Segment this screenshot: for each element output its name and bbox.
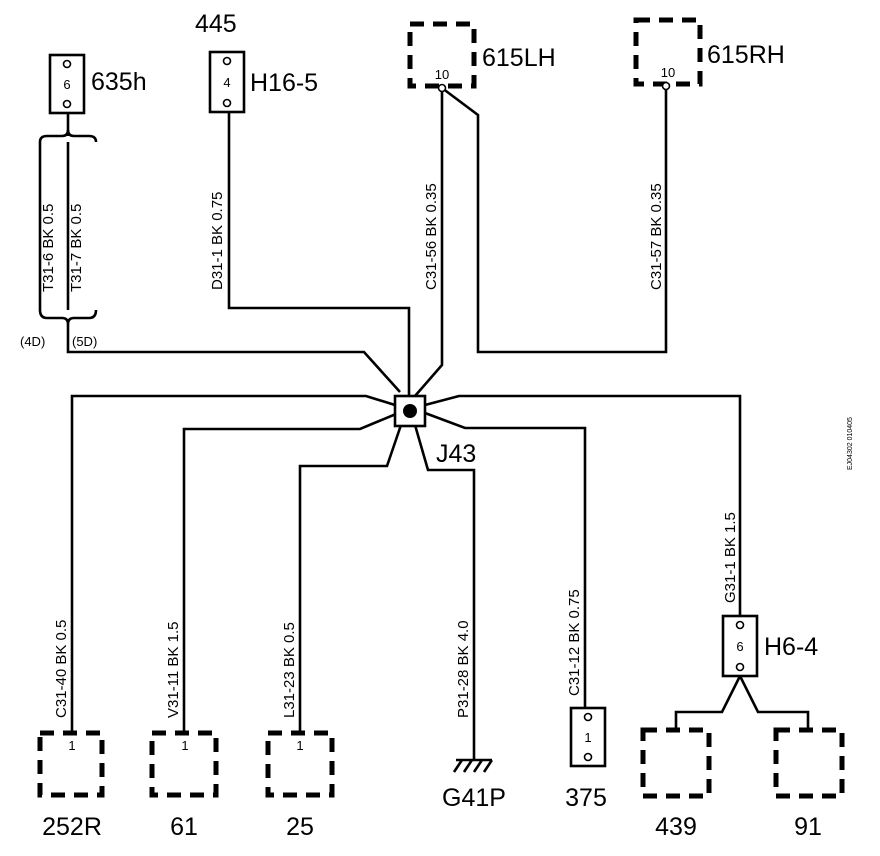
wire-p31-28 [413, 424, 476, 760]
connector-61: 1 61 [149, 730, 219, 841]
wire-c31-40 [70, 394, 396, 735]
wire-labels: T31-6 BK 0.5 T31-7 BK 0.5 D31-1 BK 0.75 … [40, 183, 739, 718]
wire-label-c31-56: C31-56 BK 0.35 [423, 183, 440, 290]
wire-l31-23 [298, 424, 403, 735]
wire-bracket-top [38, 129, 98, 143]
connector-615rh: 10 615RH [633, 17, 785, 91]
wire-bracket-bottom [38, 309, 98, 325]
connector-h16-5-pin: 4 [223, 75, 230, 90]
wire-label-c31-57: C31-57 BK 0.35 [648, 183, 665, 290]
connector-25-pin: 1 [296, 738, 303, 753]
connector-h6-4-pin: 6 [736, 639, 743, 654]
connector-91-body [773, 727, 845, 799]
connector-25-label: 25 [286, 813, 314, 841]
wire-label-g31-1: G31-1 BK 1.5 [722, 512, 739, 603]
connector-445-number: 445 [195, 10, 237, 38]
connector-615lh-pin: 10 [435, 67, 449, 82]
wire-c31-56 [414, 88, 444, 397]
connector-635h-pin: 6 [63, 77, 70, 92]
connector-h6-4: 6 H6-4 [721, 614, 818, 678]
connector-h16-5-label: H16-5 [250, 69, 318, 97]
splice-j43: J43 [393, 394, 476, 468]
connector-439: 439 [640, 727, 712, 841]
wire-label-l31-23: L31-23 BK 0.5 [281, 622, 298, 718]
connector-61-pin: 1 [181, 738, 188, 753]
connector-h16-5: 445 4 H16-5 [195, 10, 318, 114]
connector-61-body [149, 730, 219, 798]
wire-label-t31-6: T31-6 BK 0.5 [40, 204, 57, 292]
wire-label-c31-40: C31-40 BK 0.5 [53, 620, 70, 718]
wire-label-t31-7: T31-7 BK 0.5 [68, 204, 85, 292]
connector-615lh-label: 615LH [482, 44, 556, 72]
variant-5d-label: (5D) [72, 334, 97, 349]
ground-g41p-label: G41P [442, 784, 506, 812]
connector-375-pin: 1 [584, 730, 591, 745]
connector-91-label: 91 [794, 813, 822, 841]
connector-635h-label: 635h [91, 68, 147, 96]
wire-label-c31-12: C31-12 BK 0.75 [566, 589, 583, 696]
connector-h6-4-label: H6-4 [764, 633, 818, 661]
connector-375: 1 375 [565, 706, 607, 812]
connector-615rh-label: 615RH [707, 41, 785, 69]
connector-91: 91 [773, 727, 845, 841]
wire-5d-to-j43 [66, 324, 401, 393]
connector-439-label: 439 [655, 813, 697, 841]
connector-635h: 6 635h [48, 53, 147, 115]
connector-615lh: 10 615LH [407, 21, 556, 93]
wire-g31-1 [424, 394, 742, 616]
wire-label-p31-28: P31-28 BK 4.0 [455, 620, 472, 718]
connector-252r-label: 252R [42, 813, 102, 841]
wire-d31-1 [227, 112, 411, 395]
wire-h6-4-split [674, 675, 810, 730]
connector-615lh-body [407, 21, 477, 89]
diagram-id: EJ04302 010405 [847, 417, 854, 470]
ground-icon [452, 758, 494, 773]
connector-615rh-pin: 10 [661, 65, 675, 80]
splice-j43-label: J43 [436, 440, 476, 468]
connector-375-body [569, 706, 607, 768]
splice-j43-dot [403, 404, 417, 418]
connector-252r: 1 252R [37, 730, 105, 841]
connector-615rh-body [633, 17, 703, 87]
connector-61-label: 61 [170, 813, 198, 841]
wire-label-v31-11: V31-11 BK 1.5 [165, 622, 182, 718]
connector-252r-pin: 1 [68, 738, 75, 753]
ground-g41p: G41P [442, 758, 506, 812]
wire-v31-11 [182, 412, 397, 735]
variant-4d-label: (4D) [20, 334, 45, 349]
connector-252r-body [37, 730, 105, 798]
connector-375-label: 375 [565, 784, 607, 812]
connector-439-body [640, 727, 712, 799]
wire-615lh-615rh [441, 86, 668, 354]
connector-25-body [265, 730, 335, 798]
wire-label-d31-1: D31-1 BK 0.75 [209, 192, 226, 290]
wire-c31-12 [424, 411, 587, 710]
connector-25: 1 25 [265, 730, 335, 841]
wires-group [38, 86, 810, 760]
